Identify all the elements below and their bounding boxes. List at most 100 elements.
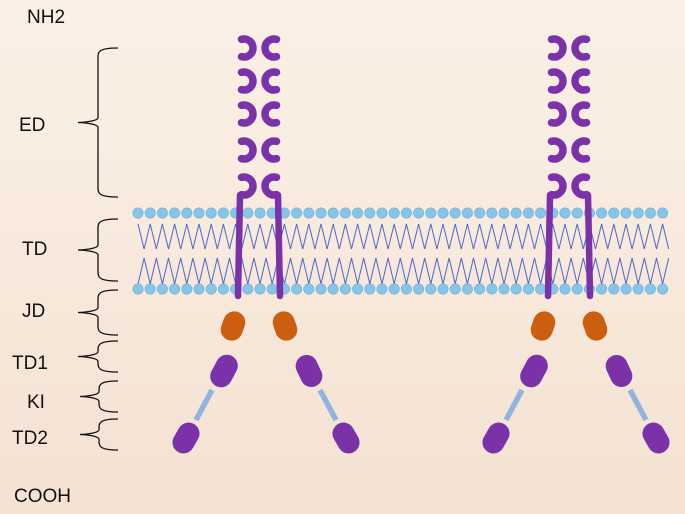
lipid-head-inner xyxy=(596,283,608,295)
lipid-head-outer xyxy=(461,207,473,219)
lipid-head-inner xyxy=(352,283,364,295)
lipid-head-inner xyxy=(132,283,144,295)
domain-label-ki: KI xyxy=(27,392,45,413)
lipid-head-outer xyxy=(364,207,376,219)
lipid-head-inner xyxy=(217,283,229,295)
lipid-head-outer xyxy=(437,207,449,219)
kinase-domain-1 xyxy=(295,354,323,388)
lipid-head-inner xyxy=(400,283,412,295)
lipid-head-inner xyxy=(339,283,351,295)
lipid-head-outer xyxy=(498,207,510,219)
ig-loop-3 xyxy=(547,101,567,127)
lipid-head-outer xyxy=(644,207,656,219)
bracket-td xyxy=(77,218,119,282)
ig-loop-4 xyxy=(547,137,567,163)
lipid-head-outer xyxy=(400,207,412,219)
lipid-head-inner xyxy=(449,283,461,295)
receptor-chain-left xyxy=(482,35,567,454)
lipid-head-outer xyxy=(181,207,193,219)
bracket-jd xyxy=(77,289,119,336)
kinase-insert-linker xyxy=(627,388,649,422)
bracket-td2 xyxy=(79,418,119,451)
domain-brackets xyxy=(77,47,119,451)
lipid-head-outer xyxy=(449,207,461,219)
receptor-chain-left xyxy=(172,35,257,454)
ig-loop-3 xyxy=(261,101,281,127)
lipid-head-inner xyxy=(169,283,181,295)
domain-label-td2: TD2 xyxy=(12,428,48,449)
lipid-head-inner xyxy=(644,283,656,295)
lipid-head-inner xyxy=(608,283,620,295)
kinase-insert-linker xyxy=(503,388,525,422)
lipid-head-inner xyxy=(181,283,193,295)
lipid-head-outer xyxy=(193,207,205,219)
lipid-head-inner xyxy=(413,283,425,295)
domain-label-jd: JD xyxy=(22,301,46,322)
kinase-domain-2 xyxy=(332,422,360,454)
lipid-head-outer xyxy=(535,207,547,219)
lipid-head-inner xyxy=(315,283,327,295)
lipid-head-outer xyxy=(291,207,303,219)
c-terminus-label: COOH xyxy=(14,486,71,507)
juxtamembrane-domain xyxy=(582,311,608,341)
ig-loop-2 xyxy=(261,68,281,94)
kinase-domain-1 xyxy=(605,354,633,388)
receptor-dimers xyxy=(172,35,670,454)
bracket-ed xyxy=(77,47,119,198)
lipid-head-inner xyxy=(535,283,547,295)
lipid-head-inner xyxy=(205,283,217,295)
lipid-tails-lower xyxy=(137,257,670,285)
transmembrane-helix xyxy=(544,191,554,300)
n-terminus-label: NH2 xyxy=(27,7,66,28)
ig-loop-5 xyxy=(237,173,257,199)
transmembrane-helix xyxy=(234,191,244,300)
lipid-head-inner xyxy=(193,283,205,295)
receptor-dimer-2 xyxy=(482,35,670,454)
ig-loop-4 xyxy=(261,137,281,163)
lipid-head-inner xyxy=(144,283,156,295)
lipid-head-outer xyxy=(620,207,632,219)
domain-label-td: TD xyxy=(22,239,48,260)
kinase-insert-linker xyxy=(317,388,339,422)
lipid-head-inner xyxy=(657,283,669,295)
bracket-td1 xyxy=(77,340,119,373)
lipid-head-inner xyxy=(559,283,571,295)
lipid-head-inner xyxy=(291,283,303,295)
lipid-head-inner xyxy=(571,283,583,295)
ig-loop-5 xyxy=(261,173,281,199)
lipid-head-inner xyxy=(156,283,168,295)
ig-loop-2 xyxy=(571,68,591,94)
lipid-head-outer xyxy=(315,207,327,219)
ig-loop-4 xyxy=(571,137,591,163)
lipid-head-inner xyxy=(388,283,400,295)
lipid-head-outer xyxy=(632,207,644,219)
kinase-insert-linker xyxy=(193,388,215,422)
domain-label-ed: ED xyxy=(19,115,46,136)
kinase-domain-2 xyxy=(172,422,200,454)
lipid-head-inner xyxy=(620,283,632,295)
transmembrane-helix xyxy=(584,191,594,300)
lipid-head-outer xyxy=(608,207,620,219)
lipid-head-outer xyxy=(327,207,339,219)
lipid-head-outer xyxy=(388,207,400,219)
lipid-head-inner xyxy=(364,283,376,295)
lipid-head-outer xyxy=(474,207,486,219)
lipid-head-inner xyxy=(498,283,510,295)
lipid-head-outer xyxy=(156,207,168,219)
lipid-head-inner xyxy=(376,283,388,295)
lipid-head-inner xyxy=(632,283,644,295)
ig-loop-2 xyxy=(547,68,567,94)
lipid-head-outer xyxy=(169,207,181,219)
lipid-head-outer xyxy=(522,207,534,219)
bracket-ki xyxy=(79,380,119,413)
cell-membrane xyxy=(132,207,670,295)
ig-loop-1 xyxy=(261,35,281,61)
ig-loop-1 xyxy=(237,35,257,61)
kinase-domain-2 xyxy=(482,422,510,454)
transmembrane-helix xyxy=(274,191,284,300)
lipid-head-inner xyxy=(303,283,315,295)
lipid-head-inner xyxy=(461,283,473,295)
lipid-head-outer xyxy=(352,207,364,219)
lipid-head-inner xyxy=(474,283,486,295)
ig-loop-5 xyxy=(547,173,567,199)
